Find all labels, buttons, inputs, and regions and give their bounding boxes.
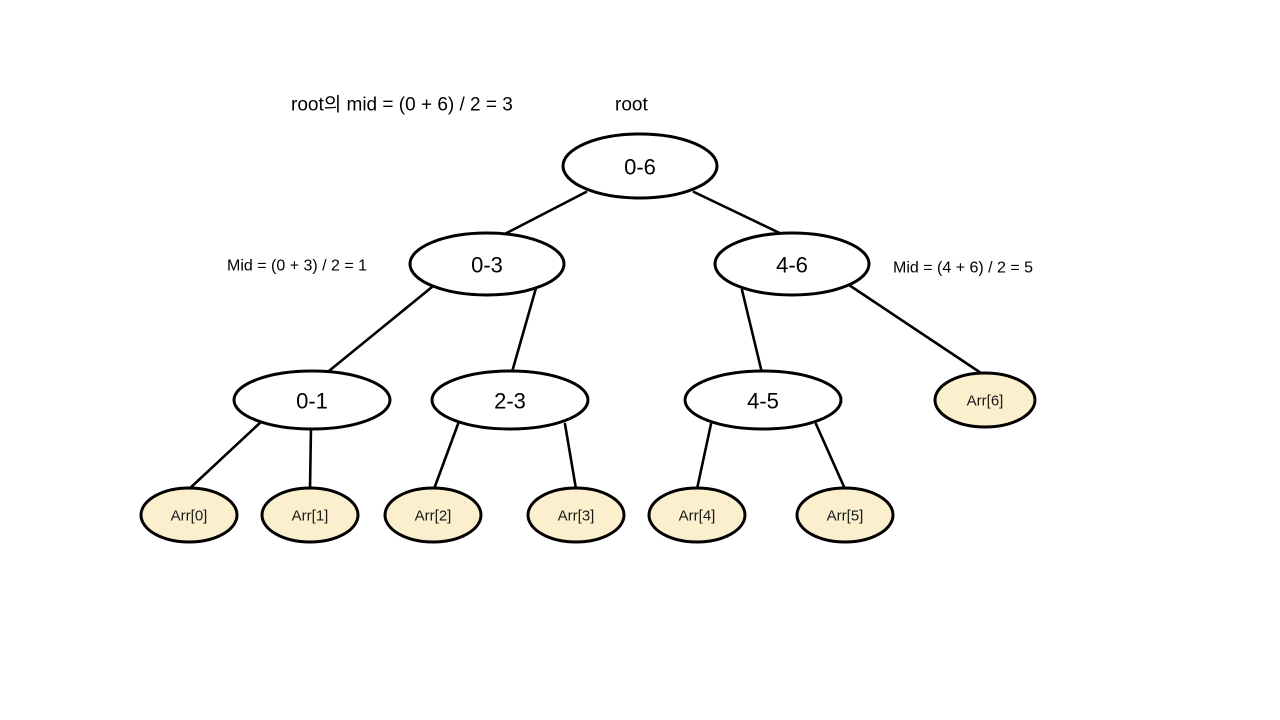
leaf-node-5-shape[interactable] xyxy=(795,486,895,544)
node-right-left-label: 4-5 xyxy=(747,389,779,414)
edge-left-left-to-leaf1 xyxy=(308,425,313,491)
edge-root-to-left xyxy=(495,190,588,240)
node-left-right[interactable]: 2-3 xyxy=(430,369,590,431)
node-left-label: 0-3 xyxy=(471,253,503,278)
node-left-left-label: 0-1 xyxy=(296,389,328,414)
node-right-left-shape[interactable] xyxy=(683,369,843,431)
right-mid-annotation: Mid = (4 + 6) / 2 = 5 xyxy=(893,260,1033,277)
node-root-shape[interactable] xyxy=(561,132,719,200)
leaf-node-1[interactable]: Arr[1] xyxy=(260,486,360,544)
leaf-node-2[interactable]: Arr[2] xyxy=(383,486,483,544)
edge-left-left-to-leaf0 xyxy=(186,419,264,492)
leaf-node-0-label: Arr[0] xyxy=(171,508,208,525)
node-left-shape[interactable] xyxy=(408,231,566,297)
leaf-node-1-shape[interactable] xyxy=(260,486,360,544)
edge-right-to-leaf6 xyxy=(847,283,986,377)
edge-left-to-left-right xyxy=(510,286,538,374)
edge-root-to-right xyxy=(692,190,792,240)
leaf-node-0-shape[interactable] xyxy=(139,486,239,544)
node-right[interactable]: 4-6 xyxy=(713,231,871,297)
leaf-node-0[interactable]: Arr[0] xyxy=(139,486,239,544)
edge-right-to-right-left xyxy=(740,288,764,375)
edge-right-left-to-leaf4 xyxy=(695,422,713,491)
node-right-left[interactable]: 4-5 xyxy=(683,369,843,431)
leaf-node-6-shape[interactable] xyxy=(933,371,1037,429)
leaf-node-5[interactable]: Arr[5] xyxy=(795,486,895,544)
leaf-node-4-shape[interactable] xyxy=(647,486,747,544)
left-mid-annotation: Mid = (0 + 3) / 2 = 1 xyxy=(227,258,367,275)
leaf-node-6-label: Arr[6] xyxy=(967,393,1004,410)
node-right-shape[interactable] xyxy=(713,231,871,297)
edge-group xyxy=(186,190,986,492)
leaf-node-2-shape[interactable] xyxy=(383,486,483,544)
leaf-node-6[interactable]: Arr[6] xyxy=(933,371,1037,429)
node-left-left[interactable]: 0-1 xyxy=(232,369,392,431)
leaf-node-3[interactable]: Arr[3] xyxy=(526,486,626,544)
node-right-label: 4-6 xyxy=(776,253,808,278)
edge-left-to-left-left xyxy=(322,285,434,377)
leaf-node-5-label: Arr[5] xyxy=(827,508,864,525)
leaf-node-3-label: Arr[3] xyxy=(558,508,595,525)
node-left-right-label: 2-3 xyxy=(494,389,526,414)
node-root[interactable]: 0-6 xyxy=(561,132,719,200)
node-left-left-shape[interactable] xyxy=(232,369,392,431)
leaf-node-1-label: Arr[1] xyxy=(292,508,329,525)
edge-left-right-to-leaf3 xyxy=(563,422,578,491)
leaf-node-4-label: Arr[4] xyxy=(679,508,716,525)
leaf-node-2-label: Arr[2] xyxy=(415,508,452,525)
leaf-node-3-shape[interactable] xyxy=(526,486,626,544)
edge-left-right-to-leaf2 xyxy=(432,422,460,491)
root-mid-annotation: root의 mid = (0 + 6) / 2 = 3 xyxy=(291,94,513,116)
edge-right-left-to-leaf5 xyxy=(814,422,847,491)
node-root-label: 0-6 xyxy=(624,155,656,180)
leaf-node-4[interactable]: Arr[4] xyxy=(647,486,747,544)
node-left[interactable]: 0-3 xyxy=(408,231,566,297)
node-left-right-shape[interactable] xyxy=(430,369,590,431)
root-caption: root xyxy=(615,95,648,116)
